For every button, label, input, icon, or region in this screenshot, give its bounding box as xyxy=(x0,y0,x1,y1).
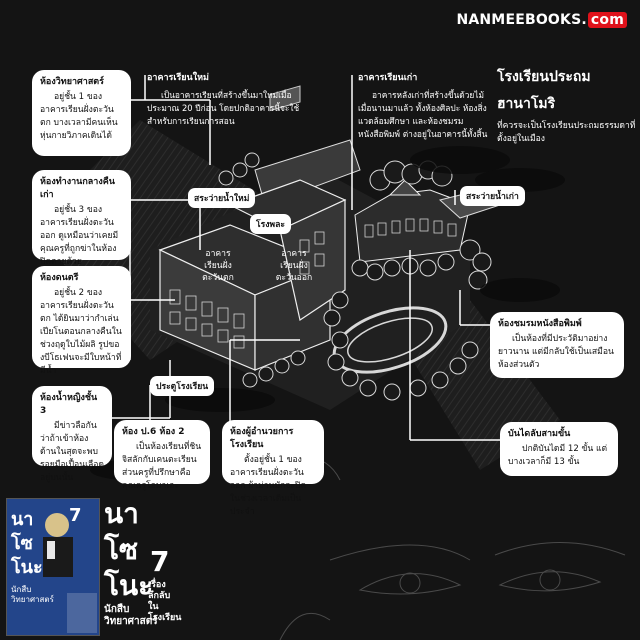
callout-music-room[interactable]: ห้องดนตรี อยู่ชั้น 2 ของอาคารเรียนฝั่งตะ… xyxy=(32,266,131,376)
label-gym[interactable]: โรงพละ xyxy=(250,214,291,234)
callout-night-room[interactable]: ห้องทำงานกลางคืนเก่า อยู่ชั้น 3 ของอาคาร… xyxy=(32,170,131,267)
callout-title: ห้องดนตรี xyxy=(40,273,79,283)
callout-title: ห้องชมรมหนังสือพิมพ์ xyxy=(498,319,582,329)
callout-body: เป็นห้องที่มีประวัติมาอย่างยาวนาน แต่มีก… xyxy=(498,334,614,370)
callout-grade6-room[interactable]: ห้อง ป.6 ห้อง 2 เป็นห้องเรียนที่ชินจิสลั… xyxy=(114,420,210,491)
callout-body: ตั้งอยู่ชั้น 1 ของอาคารเรียนฝั่งตะวันออก… xyxy=(230,455,307,517)
page-title: โรงเรียนประถม ฮานาโมริ xyxy=(497,64,637,118)
book-series: เรื่อง ลึกลับ ใน โรงเรียน xyxy=(148,580,198,624)
callout-body: มีข่าวลือกันว่าถ้าเข้าห้องด้านในสุดจะพบร… xyxy=(40,421,105,483)
old-building-note-title: อาคารเรียนเก่า xyxy=(358,73,418,83)
callout-science-room[interactable]: ห้องวิทยาศาสตร์ อยู่ชั้น 1 ของอาคารเรียน… xyxy=(32,70,131,156)
book-title-char-1: นา xyxy=(104,497,139,530)
label-new-pool[interactable]: สระว่ายน้ำใหม่ xyxy=(188,188,256,208)
new-building-note: อาคารเรียนใหม่ เป็นอาคารเรียนที่สร้างขึ้… xyxy=(147,72,317,128)
callout-body: ปกติบันไดมี 12 ขั้น แต่บางเวลาก็มี 13 ขั… xyxy=(508,444,608,467)
book-cover-image: นา โซ โนะ นักสืบวิทยาศาสตร์ 7 xyxy=(6,498,100,636)
callout-body: เป็นห้องเรียนที่ชินจิสลักกับเคนตะเรียนส่… xyxy=(122,442,202,491)
brand-logo[interactable]: NANMEEBOOKS.com xyxy=(456,12,627,28)
label-west-building[interactable]: อาคาร เรียนฝั่ง ตะวันตก xyxy=(202,249,234,283)
callout-title: ห้องวิทยาศาสตร์ xyxy=(40,77,104,87)
callout-title: บันไดลับสามขั้น xyxy=(508,429,571,439)
callout-newspaper-club[interactable]: ห้องชมรมหนังสือพิมพ์ เป็นห้องที่มีประวัต… xyxy=(490,312,624,378)
callout-body: อยู่ชั้น 1 ของอาคารเรียนฝั่งตะวันตก บางเ… xyxy=(40,92,118,141)
label-old-pool[interactable]: สระว่ายน้ำเก่า xyxy=(460,186,525,206)
book-cover-number: 7 xyxy=(69,505,82,526)
brand-name: NANMEEBOOKS. xyxy=(456,12,587,28)
callout-title: ห้องน้ำหญิงชั้น 3 xyxy=(40,393,98,416)
callout-girls-toilet[interactable]: ห้องน้ำหญิงชั้น 3 มีข่าวลือกันว่าถ้าเข้า… xyxy=(32,386,112,483)
old-building-note: อาคารเรียนเก่า อาคารหลังเก่าที่สร้างขึ้น… xyxy=(358,72,488,141)
book-series-line: ลึกลับ xyxy=(148,591,171,601)
brand-tld: com xyxy=(587,12,627,28)
new-building-note-body: เป็นอาคารเรียนที่สร้างขึ้นมาใหม่เมื่อประ… xyxy=(147,90,300,126)
callout-secret-stairs[interactable]: บันไดลับสามขั้น ปกติบันไดมี 12 ขั้น แต่บ… xyxy=(500,422,618,476)
callout-body: อยู่ชั้น 3 ของอาคารเรียนฝั่งตะวันออก ดูเ… xyxy=(40,205,119,267)
book-cover-title-2: โซ xyxy=(11,533,33,554)
book-cover-subtitle: นักสืบวิทยาศาสตร์ xyxy=(11,585,54,604)
book-series-line: โรงเรียน xyxy=(148,613,182,623)
page-subtitle: ที่ควรจะเป็นโรงเรียนประถมธรรมดาที่ตั้งอย… xyxy=(497,121,636,144)
callout-body: อยู่ชั้น 2 ของอาคารเรียนฝั่งตะวันตก ได้ย… xyxy=(40,288,122,376)
callout-principal-room[interactable]: ห้องผู้อำนวยการโรงเรียน ตั้งอยู่ชั้น 1 ข… xyxy=(222,420,324,517)
page-title-line-1: โรงเรียนประถม xyxy=(497,69,591,85)
book-cover-art xyxy=(7,499,99,635)
book-cover-title-1: นา xyxy=(11,509,34,530)
book-series-line: ใน xyxy=(148,602,159,612)
book-number: 7 xyxy=(150,545,170,578)
book-series-line: เรื่อง xyxy=(148,580,166,590)
callout-title: ห้องผู้อำนวยการโรงเรียน xyxy=(230,427,294,450)
page-title-line-2: ฮานาโมริ xyxy=(497,96,556,112)
book-title-char-2: โซ xyxy=(104,533,139,566)
label-east-building[interactable]: อาคาร เรียนฝั่ง ตะวันออก xyxy=(275,249,313,283)
callout-title: ห้องทำงานกลางคืนเก่า xyxy=(40,177,115,200)
book-cover-title-3: โนะ xyxy=(11,557,43,578)
label-main-gate[interactable]: ประตูโรงเรียน xyxy=(150,376,215,396)
book-title-char-3: โนะ xyxy=(104,569,154,602)
callout-title: ห้อง ป.6 ห้อง 2 xyxy=(122,427,185,437)
book-subtitle: นักสืบวิทยาศาสตร์ xyxy=(104,604,158,627)
old-building-note-body: อาคารหลังเก่าที่สร้างขึ้นด้วยไม้เมื่อนาน… xyxy=(358,90,488,139)
new-building-note-title: อาคารเรียนใหม่ xyxy=(147,73,209,83)
